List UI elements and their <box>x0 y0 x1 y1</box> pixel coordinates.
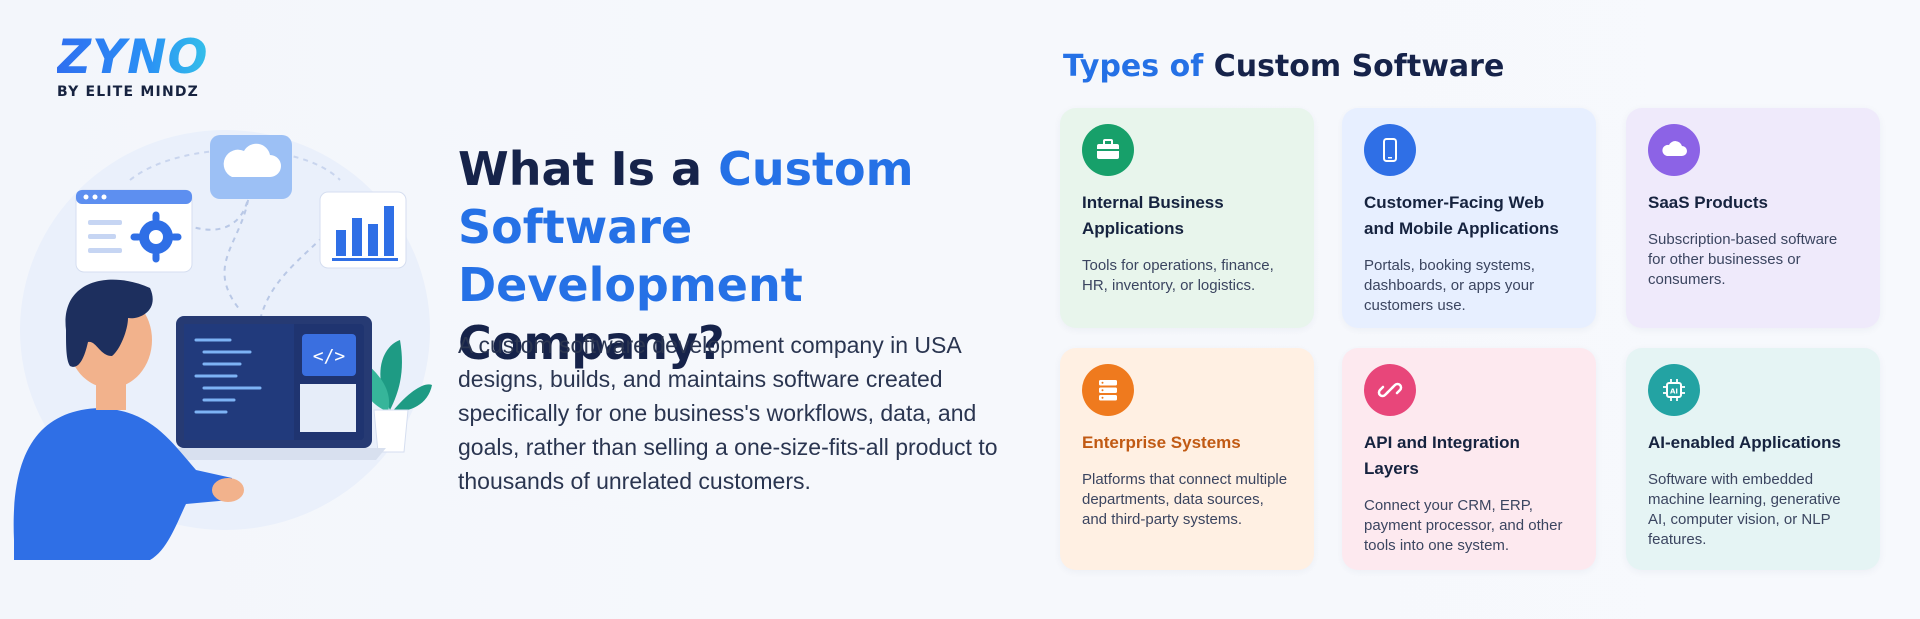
svg-text:</>: </> <box>313 346 346 367</box>
card-title: AI-enabled Applications <box>1648 433 1842 452</box>
card-customer-facing: Customer-Facing Web and Mobile Applicati… <box>1342 108 1596 328</box>
smartphone-icon <box>1364 124 1416 176</box>
card-description: Subscription-based software for other bu… <box>1648 231 1838 288</box>
intro-description: A custom software development company in… <box>458 332 998 494</box>
cloud-icon <box>210 135 292 199</box>
card-enterprise: Enterprise Systems Platforms that connec… <box>1060 348 1314 570</box>
briefcase-icon <box>1082 124 1134 176</box>
laptop-icon: </> <box>160 316 386 460</box>
server-icon <box>1082 364 1134 416</box>
card-description: Tools for operations, finance, HR, inven… <box>1082 257 1274 294</box>
card-internal-business: Internal Business Applications Tools for… <box>1060 108 1314 328</box>
svg-text:AI: AI <box>1670 388 1678 396</box>
card-api-integration: API and Integration Layers Connect your … <box>1342 348 1596 570</box>
card-title: API and Integration Layers <box>1364 433 1520 478</box>
section-title-rest: Custom Software <box>1203 49 1505 84</box>
card-description: Software with embedded machine learning,… <box>1648 471 1841 548</box>
developer-illustration: </> <box>0 120 440 560</box>
developer-person <box>13 279 244 560</box>
logo-tagline: BY ELITE MINDZ <box>57 84 200 100</box>
title-part-1: What Is a <box>458 142 719 196</box>
card-description: Portals, booking systems, dashboards, or… <box>1364 257 1535 314</box>
logo-wordmark: ZYNO <box>57 34 217 81</box>
page-title: What Is a Custom Software Development Co… <box>458 140 1018 372</box>
card-ai-enabled: AI AI-enabled Applications Software with… <box>1626 348 1880 570</box>
ai-chip-icon: AI <box>1648 364 1700 416</box>
link-icon <box>1364 364 1416 416</box>
section-title: Types of Custom Software <box>1063 49 1504 84</box>
brand-logo[interactable]: ZYNO BY ELITE MINDZ <box>57 34 217 100</box>
card-title: SaaS Products <box>1648 193 1768 212</box>
bar-chart-icon <box>319 191 407 269</box>
card-title: Internal Business Applications <box>1082 193 1224 238</box>
title-accent: Custom Software Development <box>458 142 914 312</box>
card-saas: SaaS Products Subscription-based softwar… <box>1626 108 1880 328</box>
card-description: Platforms that connect multiple departme… <box>1082 471 1288 528</box>
cloud-icon <box>1648 124 1700 176</box>
card-description: Connect your CRM, ERP, payment processor… <box>1364 497 1563 554</box>
card-title: Enterprise Systems <box>1082 433 1241 452</box>
software-types-grid: Internal Business Applications Tools for… <box>1060 108 1884 570</box>
section-title-accent: Types of <box>1063 49 1204 84</box>
card-title: Customer-Facing Web and Mobile Applicati… <box>1364 193 1559 238</box>
plant-icon <box>362 340 432 453</box>
title-part-2: Company? <box>458 316 725 370</box>
gear-icon <box>75 189 193 273</box>
